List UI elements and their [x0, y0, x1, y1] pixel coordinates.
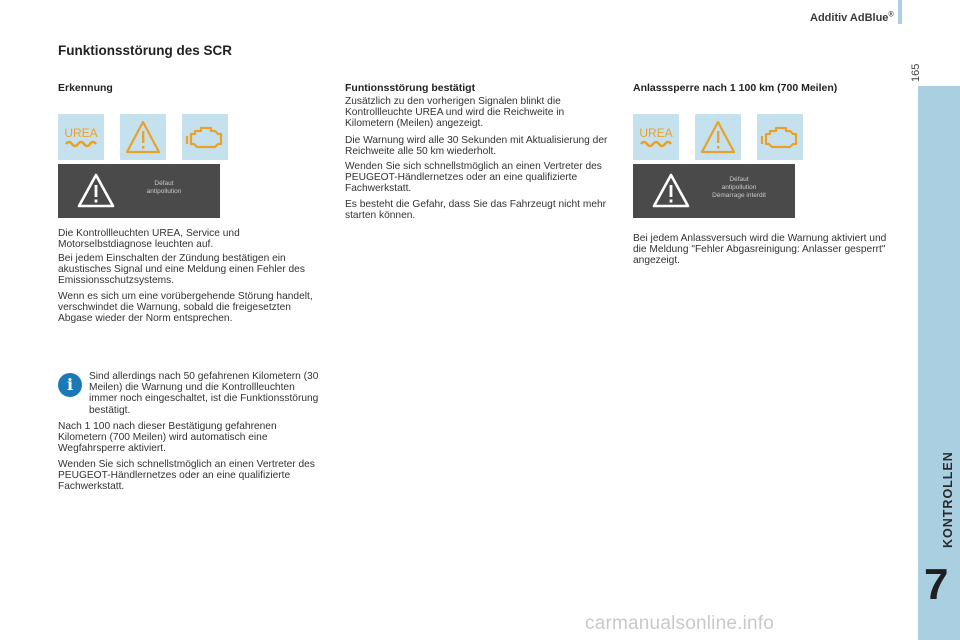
warning-triangle-icon: [652, 173, 690, 208]
header-accent-line: [898, 0, 902, 24]
urea-lamp: UREA: [633, 114, 679, 160]
urea-icon: UREA: [64, 126, 98, 148]
col2-paragraph-1: Zusätzlich zu den vorherigen Signalen bl…: [345, 96, 565, 130]
engine-icon: [760, 126, 798, 149]
engine-lamp: [182, 114, 228, 160]
urea-icon: UREA: [639, 126, 673, 148]
warning-icon: [700, 120, 736, 154]
chapter-label: KONTROLLEN: [941, 451, 955, 548]
display-screen-1: Défaut antipollution: [58, 164, 220, 218]
col1-paragraph-1: Die Kontrollleuchten UREA, Service und M…: [58, 228, 240, 251]
screen-line: antipollution: [146, 188, 182, 195]
col1-paragraph-2: Bei jedem Einschalten der Zündung bestät…: [58, 253, 305, 287]
screen-message-1: Défaut antipollution: [122, 180, 206, 196]
section-title: Funktionsstörung des SCR: [58, 43, 233, 58]
col3-heading: Anlasssperre nach 1 100 km (700 Meilen): [633, 82, 838, 94]
col1-heading: Erkennung: [58, 82, 113, 94]
screen-message-2: Défaut antipollution Démarrage interdit: [693, 176, 785, 200]
watermark: carmanualsonline.info: [585, 613, 775, 634]
chapter-number: 7: [924, 560, 949, 609]
col1-paragraph-4: Nach 1 100 nach dieser Bestätigung gefah…: [58, 421, 277, 455]
screen-line: Défaut: [154, 180, 174, 187]
screen-line: Démarrage interdit: [712, 192, 766, 199]
screen-line: Défaut: [729, 176, 749, 183]
service-lamp: [695, 114, 741, 160]
header-title: Additiv AdBlue®: [810, 11, 894, 24]
warning-triangle-icon: [77, 173, 115, 208]
display-screen-2: Défaut antipollution Démarrage interdit: [633, 164, 795, 218]
col2-paragraph-4: Es besteht die Gefahr, dass Sie das Fahr…: [345, 199, 607, 222]
col1-paragraph-5: Wenden Sie sich schnellstmöglich an eine…: [58, 459, 315, 493]
urea-lamp: UREA: [58, 114, 104, 160]
svg-text:UREA: UREA: [639, 126, 672, 140]
header-title-text: Additiv AdBlue: [810, 12, 889, 24]
chapter-side-band: [918, 86, 960, 640]
info-icon: i: [58, 373, 82, 397]
engine-lamp: [757, 114, 803, 160]
svg-text:UREA: UREA: [64, 126, 97, 140]
page-number: 165: [910, 63, 922, 82]
warning-icon: [125, 120, 161, 154]
info-note: Sind allerdings nach 50 gefahrenen Kilom…: [89, 371, 319, 416]
col2-heading: Funtionsstörung bestätigt: [345, 82, 476, 94]
col3-paragraph-1: Bei jedem Anlassversuch wird die Warnung…: [633, 233, 887, 267]
engine-icon: [185, 126, 223, 149]
registered-mark: ®: [888, 11, 894, 19]
col1-paragraph-3: Wenn es sich um eine vorübergehende Stör…: [58, 291, 313, 325]
col2-paragraph-2: Die Warnung wird alle 30 Sekunden mit Ak…: [345, 135, 608, 158]
col2-paragraph-3: Wenden Sie sich schnellstmöglich an eine…: [345, 161, 602, 195]
service-lamp: [120, 114, 166, 160]
screen-line: antipollution: [721, 184, 757, 191]
